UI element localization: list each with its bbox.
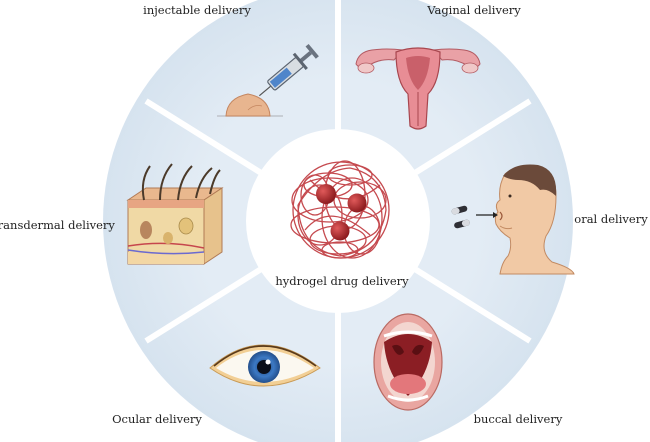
segment-label-ocular: Ocular delivery [112,412,202,426]
syringe-injection-icon [217,43,319,117]
segment-label-oral: oral delivery [574,212,648,226]
center-label: hydrogel drug delivery [275,274,409,288]
skin-cross-section-icon [126,163,224,265]
eye-icon [209,344,321,387]
segment-label-vaginal: Vaginal delivery [426,3,521,17]
segment-label-buccal: buccal delivery [474,412,563,426]
uterus-icon [355,47,481,130]
open-mouth-icon [373,313,443,411]
segment-label-transdermal: transdermal delivery [0,218,115,232]
person-swallowing-pill-icon [451,164,575,275]
segment-dividers [144,0,532,442]
segment-label-injectable: injectable delivery [143,3,251,17]
drug-particle-icons [316,184,367,241]
